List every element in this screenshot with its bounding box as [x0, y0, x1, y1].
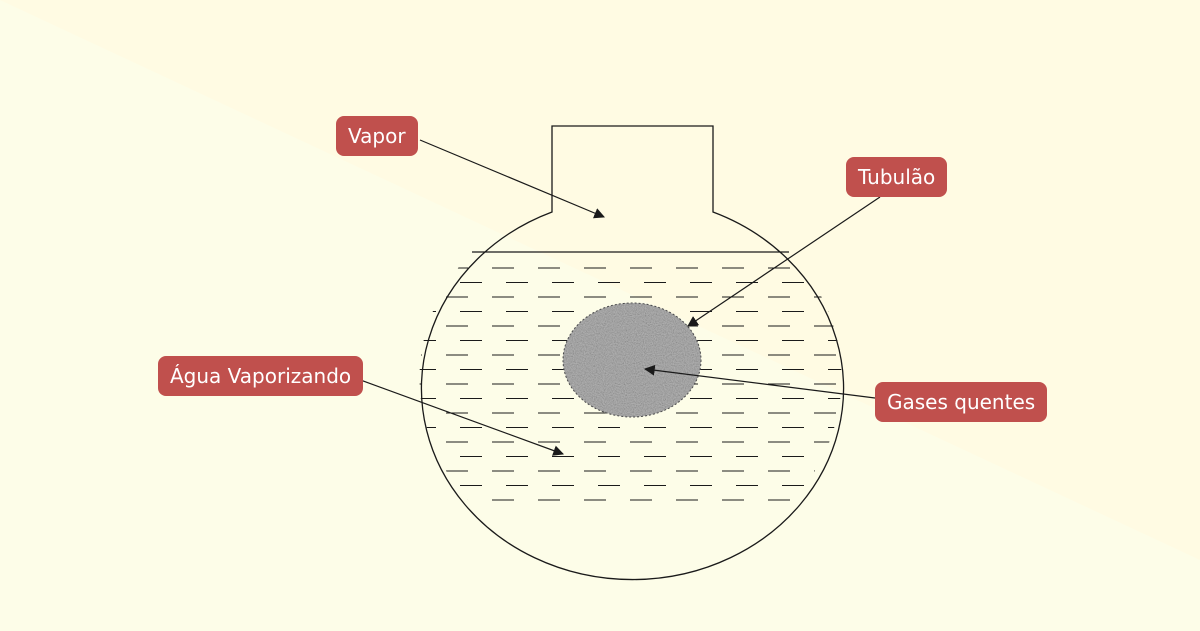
label-tubulao: Tubulão	[846, 157, 948, 197]
pointer-agua	[354, 377, 565, 456]
label-agua-vaporizando: Água Vaporizando	[158, 356, 364, 396]
label-vapor: Vapor	[336, 116, 418, 156]
pointer-tubulao	[687, 196, 881, 327]
boiler-drum-outline	[420, 125, 845, 581]
tube-hot-gases	[562, 302, 702, 418]
pointer-vapor	[419, 139, 605, 219]
pointer-gases	[643, 364, 876, 399]
label-gases-quentes: Gases quentes	[875, 382, 1048, 422]
